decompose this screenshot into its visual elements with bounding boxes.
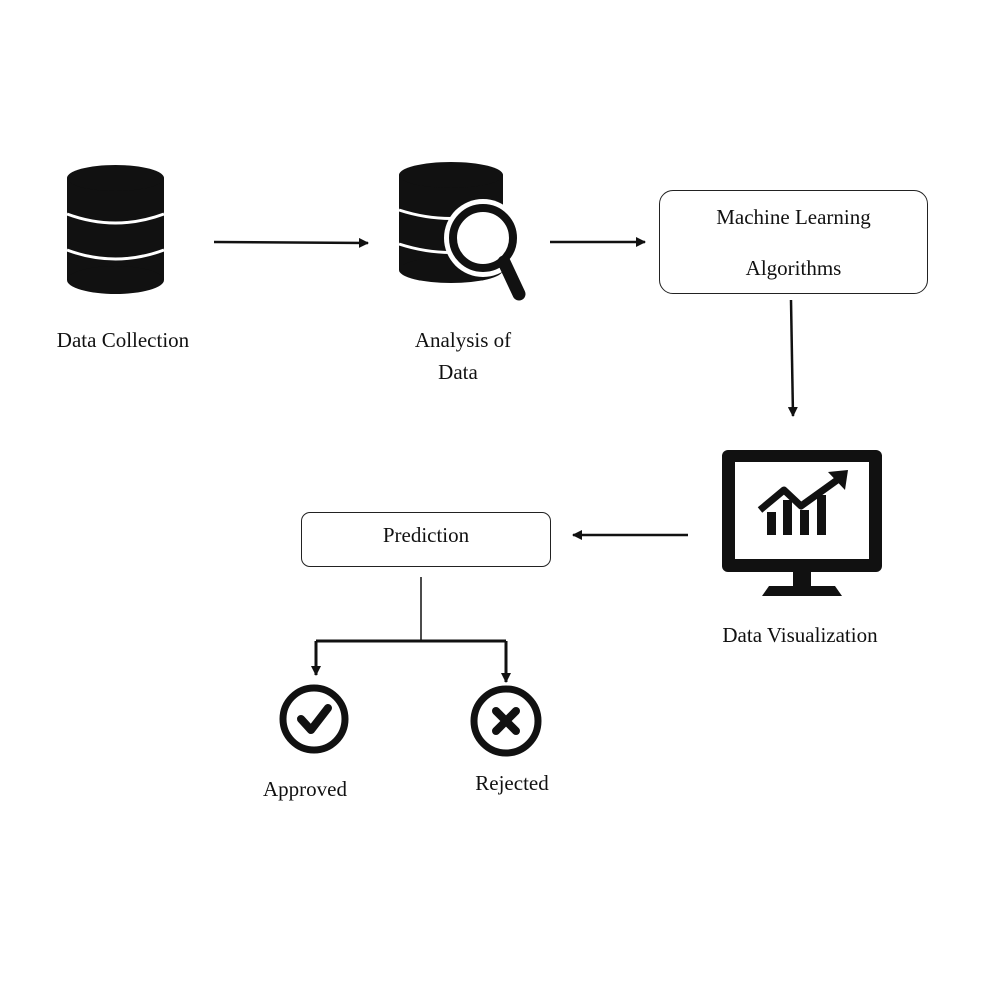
analysis-label-line2: Data (438, 360, 478, 384)
ml-label-line2: Algorithms (745, 256, 842, 280)
prediction-box: Prediction (301, 512, 551, 567)
ml-label-line1: Machine Learning (716, 205, 871, 229)
arrow-collection-to-analysis (213, 237, 369, 248)
connector-prediction-branch (311, 577, 511, 683)
approved-label: Approved (263, 777, 347, 801)
database-icon (66, 165, 165, 294)
x-circle-icon (470, 685, 542, 757)
data-collection-label: Data Collection (56, 328, 190, 352)
database-search-icon (398, 162, 526, 301)
monitor-chart-icon (722, 450, 882, 596)
check-circle-icon (279, 684, 349, 754)
rejected-label: Rejected (475, 771, 549, 795)
ml-algorithms-box: Machine Learning Algorithms (659, 190, 928, 294)
data-visualization-label: Data Visualization (722, 623, 878, 647)
arrow-ml-to-visualization (787, 299, 798, 417)
prediction-label: Prediction (382, 523, 470, 547)
analysis-label-line1: Analysis of (414, 328, 512, 352)
